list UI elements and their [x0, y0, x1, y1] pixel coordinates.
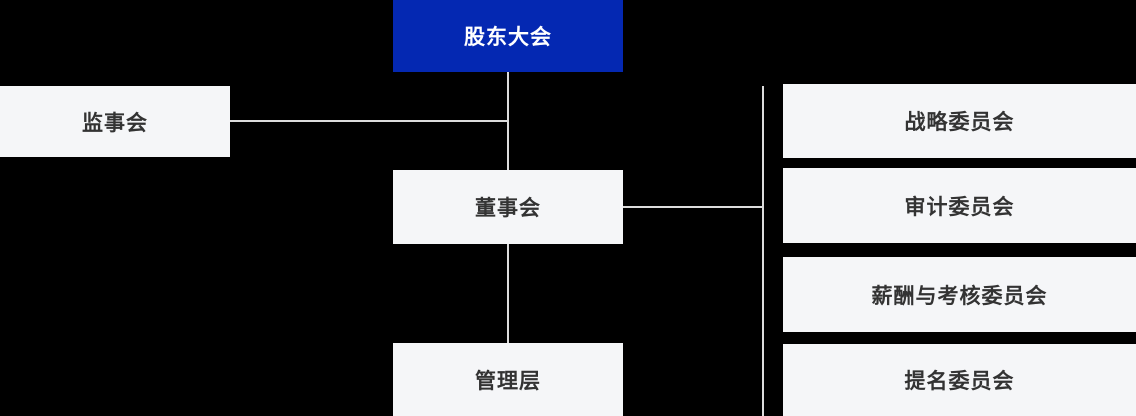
- node-committee-strategy: 战略委员会: [783, 84, 1136, 158]
- node-management: 管理层: [393, 343, 623, 416]
- connector-shareholders-to-board: [507, 72, 509, 170]
- node-committee-remuneration-assessment: 薪酬与考核委员会: [783, 257, 1136, 332]
- connector-board-to-management: [507, 244, 509, 343]
- connector-committees-trunk: [762, 86, 764, 416]
- connector-board-to-committees: [623, 206, 762, 208]
- node-management-label: 管理层: [475, 369, 541, 393]
- node-board-of-directors: 董事会: [393, 170, 623, 244]
- node-committee-nomination-label: 提名委员会: [904, 370, 1015, 393]
- node-committee-audit: 审计委员会: [783, 168, 1136, 243]
- node-committee-nomination: 提名委员会: [783, 344, 1136, 416]
- node-supervisory-board: 监事会: [0, 86, 230, 157]
- node-committee-remuneration-assessment-label: 薪酬与考核委员会: [871, 284, 1048, 308]
- node-shareholders-meeting-label: 股东大会: [464, 26, 552, 49]
- connector-supervisory-branch: [230, 120, 507, 122]
- node-shareholders-meeting: 股东大会: [393, 0, 623, 72]
- node-committee-strategy-label: 战略委员会: [904, 111, 1015, 134]
- node-committee-audit-label: 审计委员会: [904, 195, 1015, 219]
- node-supervisory-board-label: 监事会: [82, 111, 148, 135]
- node-board-of-directors-label: 董事会: [475, 197, 541, 220]
